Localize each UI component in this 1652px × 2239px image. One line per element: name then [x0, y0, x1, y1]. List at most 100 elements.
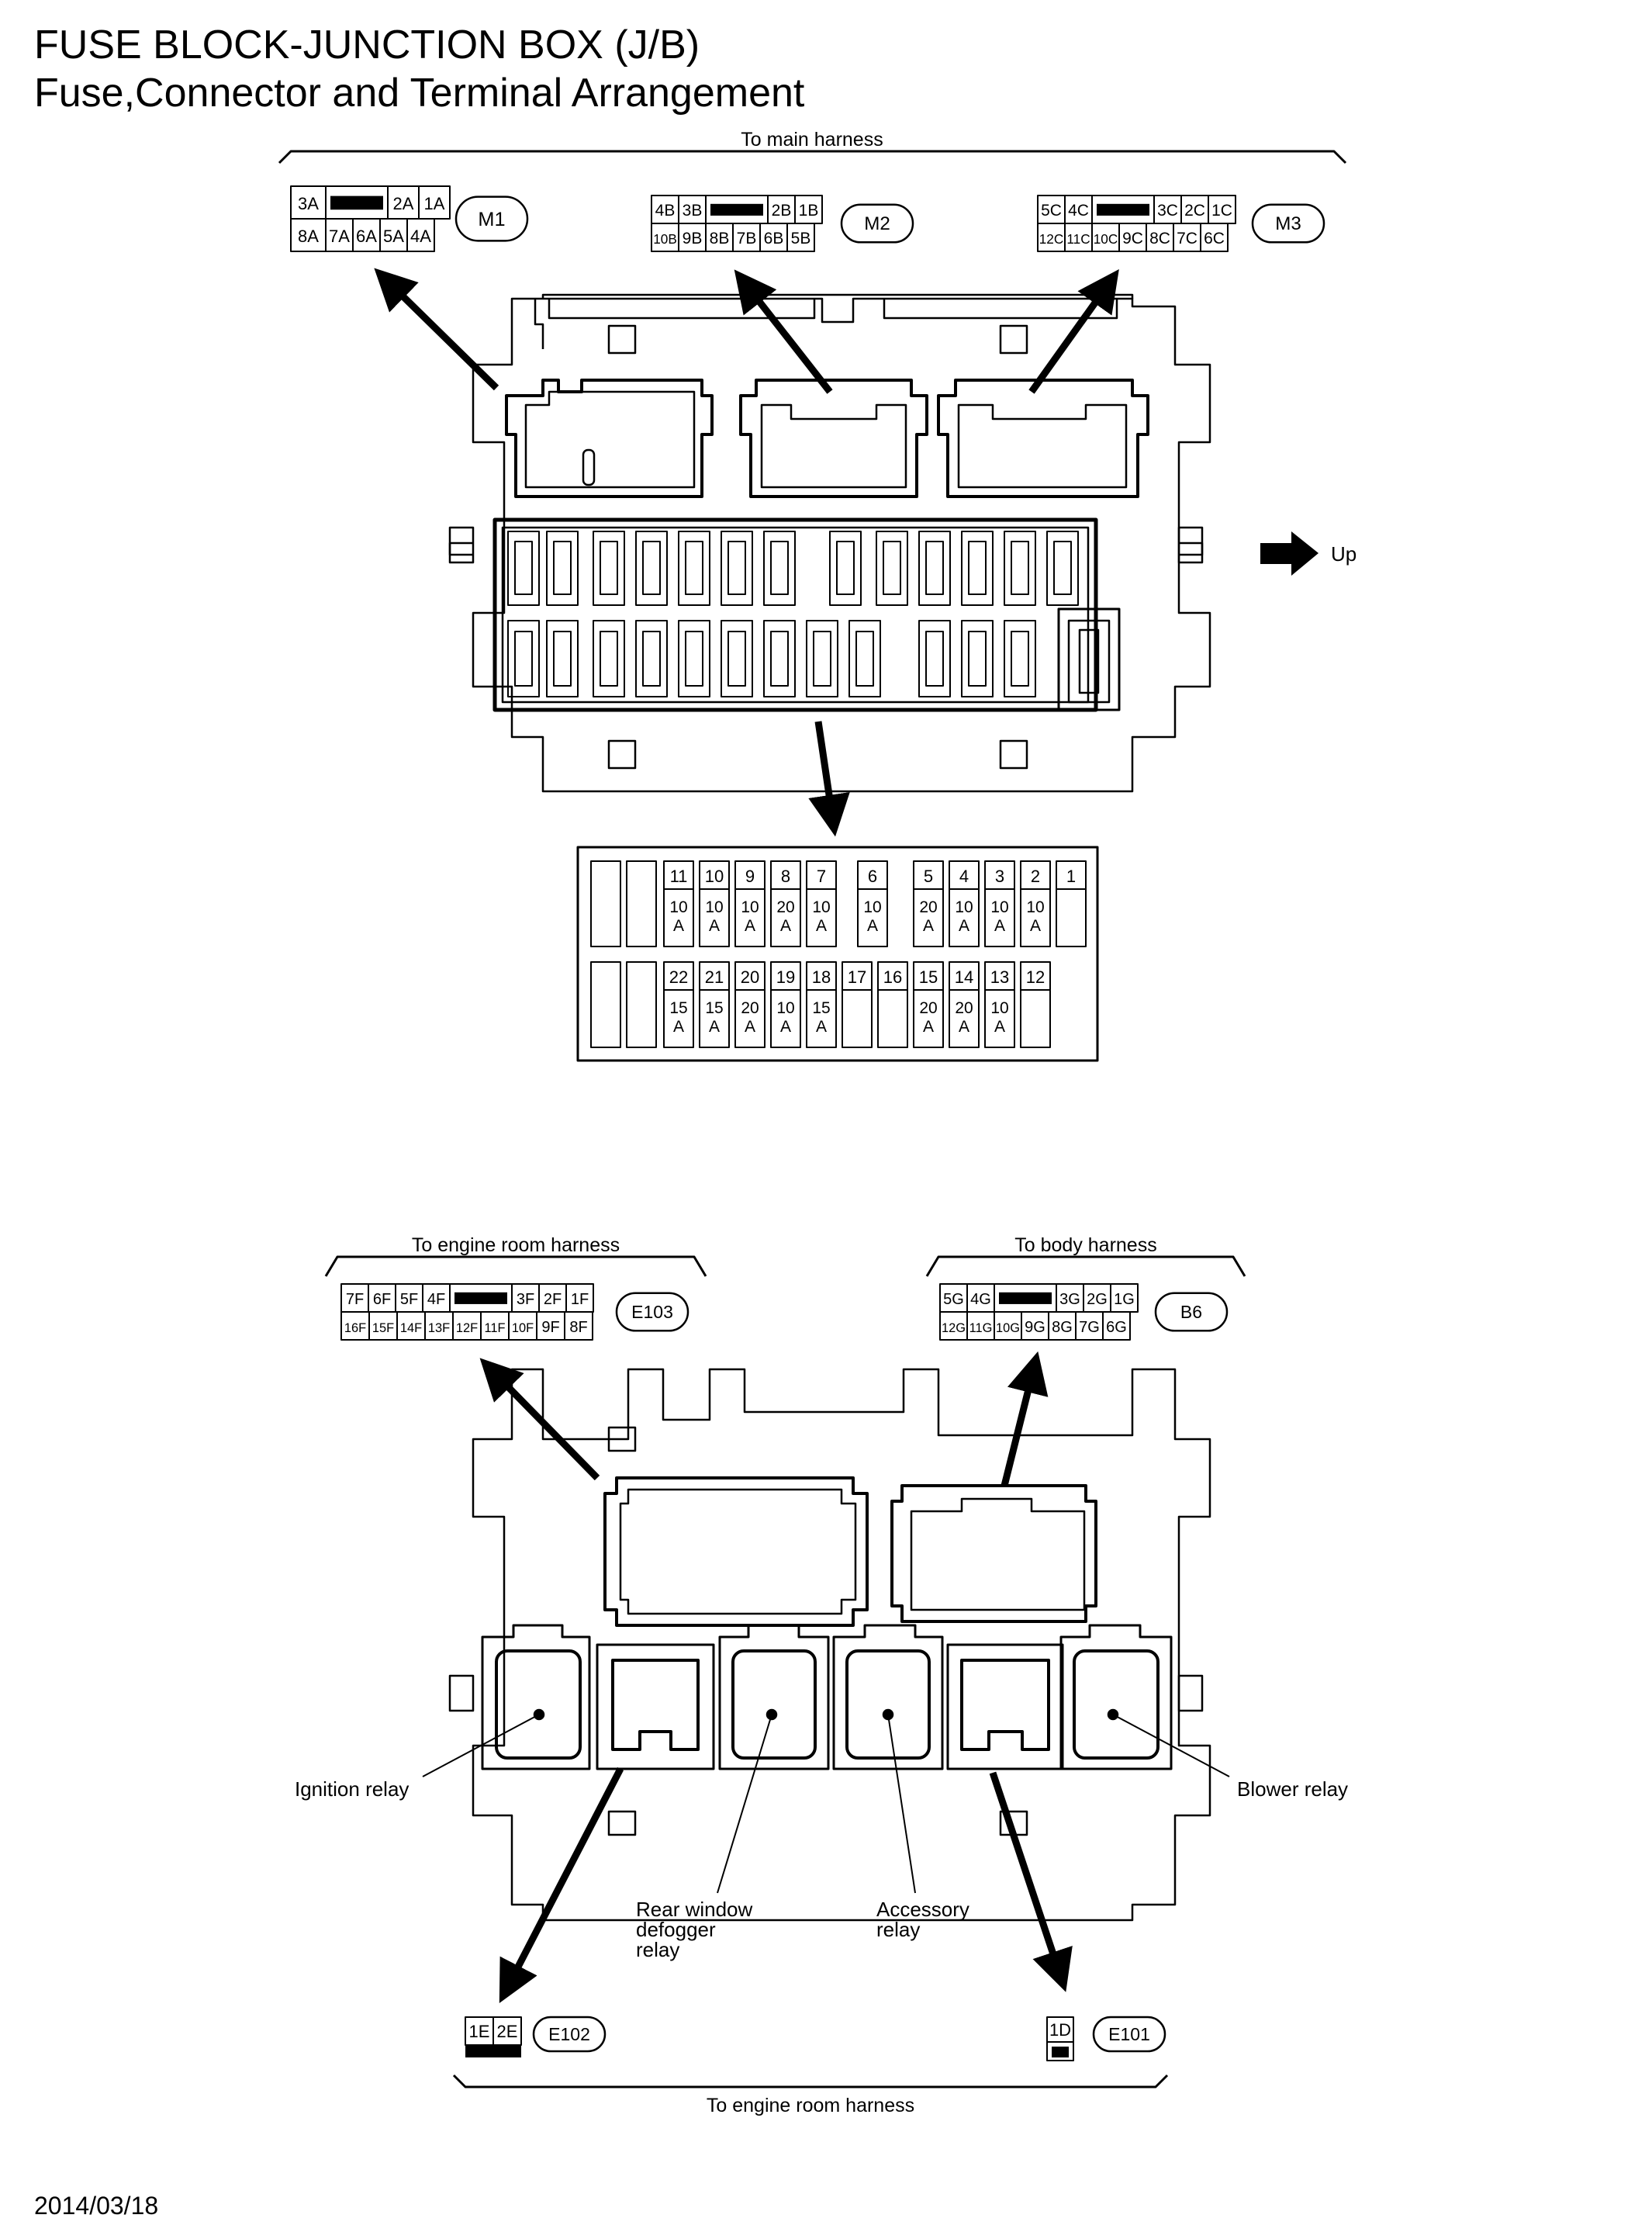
fuse-amp-cell — [1056, 888, 1087, 947]
fuse-slot-inner — [600, 541, 618, 595]
engine-harness-label-top: To engine room harness — [412, 1234, 620, 1256]
fuse-slot-inner — [968, 631, 987, 687]
terminal-label: 6C — [1204, 230, 1225, 247]
page-title: FUSE BLOCK-JUNCTION BOX (J/B) — [34, 22, 700, 67]
fuse-number: 7 — [817, 867, 826, 886]
terminal-label: 3A — [298, 194, 319, 213]
connector-id-badge — [532, 2016, 607, 2053]
body-harness-label: To body harness — [1014, 1234, 1156, 1256]
fuse-slot-inner — [728, 541, 746, 595]
terminal-label: 4C — [1068, 202, 1089, 220]
fuse-number: 10 — [705, 867, 724, 886]
fuse-slot-inner — [1011, 631, 1029, 687]
terminal-label: 10B — [653, 231, 677, 247]
terminal-label: 7G — [1079, 1319, 1100, 1336]
connector-id: M1 — [478, 209, 505, 230]
fuse-number: 2 — [1031, 867, 1040, 886]
terminal-cell — [406, 218, 435, 252]
lower-junction-box — [448, 1368, 1211, 1922]
fuse-slot-inner — [836, 541, 855, 595]
fuse-slot-inner — [728, 631, 746, 687]
terminal-label: 9C — [1122, 230, 1143, 247]
accessory-relay-label: Accessory relay — [876, 1898, 969, 1941]
terminal-label: 4A — [410, 227, 431, 246]
terminal-label: 13F — [428, 1321, 450, 1335]
terminal-label: 2G — [1087, 1291, 1108, 1308]
fuse-number: 3 — [995, 867, 1004, 886]
fuse-number: 16 — [883, 967, 902, 987]
terminal-label: 4B — [655, 202, 676, 220]
fuse-amp-cell — [663, 888, 694, 947]
fuse-number: 15 — [919, 967, 938, 987]
terminal-label: 4F — [427, 1291, 445, 1308]
relay-leaders — [422, 1714, 1230, 1894]
terminal-label: 2C — [1184, 202, 1205, 220]
fuse-number: 21 — [705, 967, 724, 987]
engine-harness-label-bottom: To engine room harness — [707, 2095, 914, 2116]
terminal-label: 10C — [1094, 231, 1118, 247]
fuse-number: 5 — [924, 867, 933, 886]
terminal-label: 1E — [469, 2022, 490, 2041]
terminal-label: 11G — [969, 1321, 993, 1335]
engine-harness-bracket-bottom: To engine room harness — [452, 2074, 1169, 2116]
terminal-blank-bar — [999, 1292, 1052, 1304]
fuse-slot — [678, 620, 710, 697]
fuse-amp-cell — [806, 989, 837, 1048]
fuse-slot — [721, 531, 753, 606]
terminal-label: 12F — [456, 1321, 478, 1335]
terminal-label: 8B — [710, 230, 730, 247]
connector-id-badge — [1092, 2016, 1166, 2053]
fuse-amp-cell — [699, 888, 730, 947]
fuse-amp-cell — [949, 989, 980, 1048]
connector-id: E102 — [548, 2024, 590, 2044]
terminal-label: 3B — [683, 202, 703, 220]
terminal-label: 11C — [1066, 231, 1090, 247]
fuse-number: 19 — [776, 967, 795, 987]
lower-arrows — [479, 1351, 1073, 2003]
fuse-slot — [678, 531, 710, 606]
terminal-cell — [564, 1311, 593, 1341]
fuse-amp-cell — [949, 888, 980, 947]
terminal-label: 5A — [383, 227, 404, 246]
fuse-number: 8 — [781, 867, 790, 886]
fuse-amp-cell — [984, 888, 1015, 947]
connector-id: M3 — [1275, 213, 1301, 234]
fuse-slot — [876, 531, 908, 606]
connector-id: B6 — [1180, 1302, 1202, 1322]
fuse-slot-inner — [553, 541, 572, 595]
fuse-number: 11 — [670, 867, 688, 886]
terminal-label: 6B — [764, 230, 784, 247]
terminal-blank-bar — [454, 1292, 507, 1304]
up-label: Up — [1331, 542, 1357, 566]
terminal-label: 10G — [996, 1321, 1020, 1335]
terminal-label: 7C — [1177, 230, 1198, 247]
terminal-label: 16F — [344, 1321, 366, 1335]
body-harness-bracket: To body harness — [925, 1234, 1246, 1277]
fuse-amp-cell — [663, 989, 694, 1048]
fuse-slot-inner — [685, 631, 703, 687]
terminal-label: 8F — [569, 1319, 587, 1336]
fuse-amp-cell — [877, 989, 908, 1048]
terminal-cell — [786, 223, 815, 252]
fuse-slot-inner — [642, 631, 661, 687]
fuse-slot-inner — [600, 631, 618, 687]
fuse-cell-empty — [626, 860, 657, 947]
connector-id-badge — [454, 196, 529, 242]
fuse-number: 4 — [959, 867, 969, 886]
terminal-blank-bar — [710, 203, 763, 216]
main-harness-bracket: To main harness — [278, 129, 1347, 164]
terminal-label: 9G — [1025, 1319, 1045, 1336]
terminal-label: 12C — [1039, 231, 1064, 247]
connector-id-badge — [615, 1292, 689, 1332]
fuse-slot-inner — [770, 541, 789, 595]
